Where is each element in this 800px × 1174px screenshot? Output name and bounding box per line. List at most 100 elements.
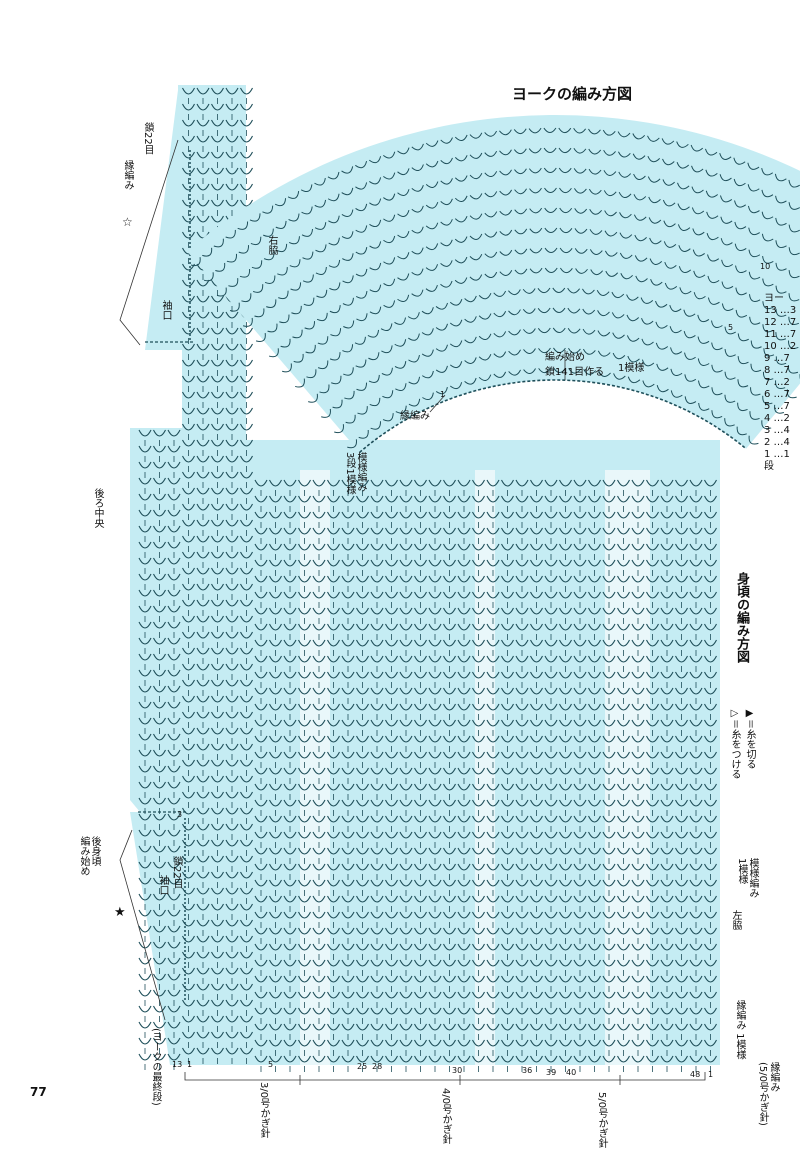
yoke-arch: [775, 356, 787, 365]
yoke-arch: [676, 161, 690, 169]
v-stitch-arch: [196, 295, 210, 303]
v-stitch-arch: [457, 511, 471, 519]
v-stitch-arch: [414, 799, 427, 807]
v-stitch-arch: [501, 527, 514, 535]
yoke-arch: [397, 209, 410, 217]
v-stitch-arch: [428, 751, 442, 759]
v-stitch-arch: [196, 535, 210, 543]
v-stitch-arch: [443, 607, 456, 615]
v-stitch-arch: [356, 879, 369, 887]
v-stitch-arch: [182, 599, 195, 607]
v-stitch-arch: [298, 783, 311, 791]
yoke-arch: [383, 278, 396, 287]
v-stitch-arch: [588, 559, 601, 567]
v-stitch-arch: [225, 407, 239, 415]
v-stitch-arch: [704, 799, 717, 807]
v-stitch-arch: [327, 511, 340, 519]
v-stitch-arch: [631, 815, 645, 823]
v-stitch-arch: [370, 639, 384, 647]
v-stitch-arch: [428, 767, 442, 775]
v-stitch-arch: [530, 719, 543, 727]
v-stitch-arch: [675, 1055, 688, 1063]
v-stitch-arch: [472, 975, 485, 983]
yoke-arch: [670, 390, 683, 398]
v-stitch-arch: [631, 767, 645, 775]
v-stitch-arch: [370, 783, 384, 791]
v-stitch-arch: [515, 1007, 529, 1015]
v-stitch-arch: [370, 815, 384, 823]
v-stitch-arch: [385, 943, 398, 951]
v-stitch-arch: [327, 767, 340, 775]
v-stitch-arch: [573, 479, 587, 487]
v-stitch-arch: [370, 1007, 384, 1015]
v-stitch-arch: [588, 799, 601, 807]
v-stitch-arch: [196, 87, 210, 95]
v-stitch-arch: [457, 1055, 471, 1063]
v-stitch-arch: [225, 663, 239, 671]
yoke-arch: [464, 377, 477, 385]
v-stitch-arch: [138, 925, 152, 933]
v-stitch-arch: [182, 423, 195, 431]
v-stitch-arch: [704, 623, 717, 631]
v-stitch-arch: [356, 815, 369, 823]
row-number: 13: [172, 1060, 183, 1069]
v-stitch-arch: [602, 815, 616, 823]
v-stitch-arch: [356, 719, 369, 727]
yoke-arch: [618, 191, 632, 198]
v-stitch-arch: [588, 703, 601, 711]
v-stitch-arch: [501, 607, 514, 615]
v-stitch-arch: [443, 687, 456, 695]
v-stitch-arch: [472, 1039, 485, 1047]
v-stitch-arch: [182, 471, 195, 479]
yoke-arch: [306, 369, 317, 379]
yoke-arch: [719, 195, 733, 203]
v-stitch-arch: [153, 845, 166, 853]
yoke-arch: [613, 373, 626, 380]
v-stitch-arch: [182, 375, 195, 383]
yoke-arch: [499, 169, 512, 176]
v-stitch-arch: [283, 767, 297, 775]
yoke-arch: [568, 367, 582, 374]
yoke-arch: [552, 327, 566, 334]
v-stitch-arch: [602, 879, 616, 887]
v-stitch-arch: [414, 943, 427, 951]
v-stitch-arch: [501, 959, 514, 967]
v-stitch-arch: [414, 687, 427, 695]
v-stitch-arch: [327, 655, 340, 663]
v-stitch-arch: [631, 799, 645, 807]
v-stitch-arch: [704, 815, 717, 823]
v-stitch-arch: [617, 927, 630, 935]
v-stitch-arch: [153, 1021, 166, 1029]
v-stitch-arch: [341, 1055, 355, 1063]
v-stitch-arch: [660, 927, 674, 935]
v-stitch-arch: [283, 511, 297, 519]
v-stitch-arch: [341, 687, 355, 695]
yoke-arch: [355, 290, 368, 299]
yoke-arch: [642, 380, 655, 388]
v-stitch-arch: [182, 567, 195, 575]
v-stitch-arch: [631, 847, 645, 855]
v-stitch-arch: [269, 751, 282, 759]
v-stitch-arch: [631, 831, 645, 839]
v-stitch-arch: [428, 959, 442, 967]
v-stitch-arch: [240, 599, 253, 607]
yoke-arch: [737, 333, 749, 342]
v-stitch-arch: [399, 767, 413, 775]
v-stitch-arch: [225, 711, 239, 719]
v-stitch-arch: [602, 863, 616, 871]
v-stitch-arch: [211, 455, 224, 463]
v-stitch-arch: [646, 879, 659, 887]
v-stitch-arch: [530, 575, 543, 583]
v-stitch-arch: [312, 703, 326, 711]
row-number: 39: [546, 1068, 557, 1077]
v-stitch-arch: [196, 439, 210, 447]
v-stitch-arch: [486, 1039, 500, 1047]
yoke-arch: [602, 129, 616, 136]
v-stitch-arch: [443, 847, 456, 855]
v-stitch-arch: [312, 623, 326, 631]
v-stitch-arch: [428, 1023, 442, 1031]
v-stitch-arch: [211, 983, 224, 991]
yoke-arch: [513, 148, 527, 155]
v-stitch-arch: [211, 167, 224, 175]
v-stitch-arch: [327, 959, 340, 967]
